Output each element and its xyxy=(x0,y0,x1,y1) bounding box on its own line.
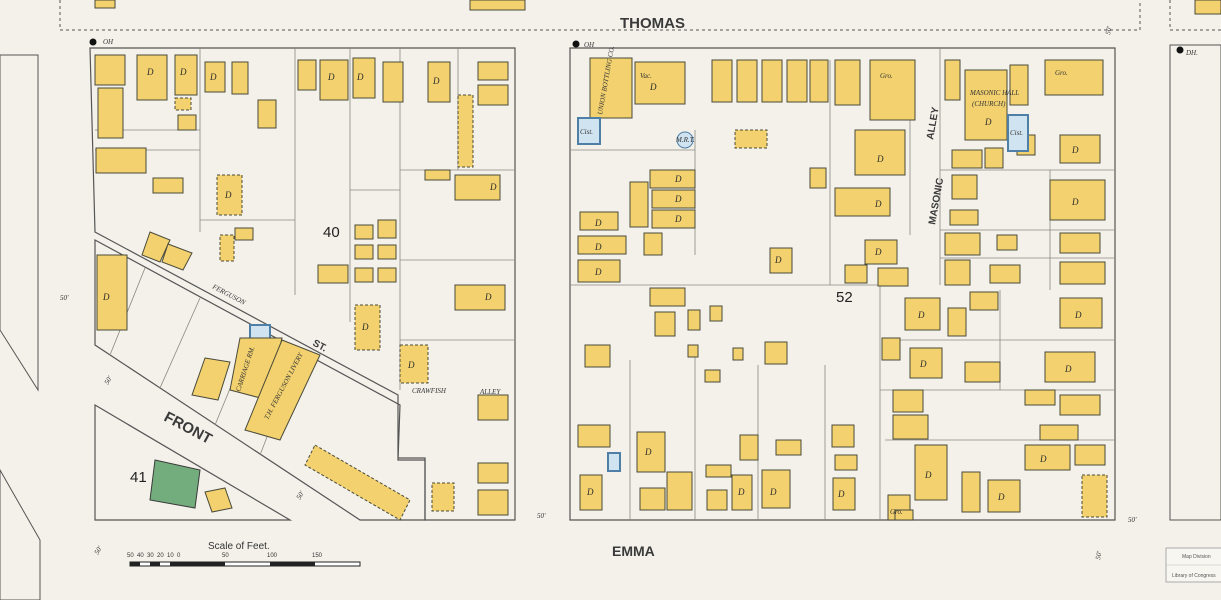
dwelling-label: D xyxy=(1064,364,1072,374)
label-masonic-hall-sub: (CHURCH) xyxy=(972,100,1006,108)
dwelling-label: D xyxy=(146,67,154,77)
label-vac: Vac. xyxy=(640,72,652,80)
label-gro-1: Gro. xyxy=(880,72,893,80)
street-width-label: 50' xyxy=(103,374,114,386)
dwelling-label: D xyxy=(674,214,682,224)
dwelling-label: D xyxy=(919,359,927,369)
scale-tick-label: 20 xyxy=(157,553,164,559)
dwelling-label: D xyxy=(209,72,217,82)
street-width-label: 50' xyxy=(93,544,104,556)
dwelling-label: D xyxy=(674,174,682,184)
dwelling-label: D xyxy=(1074,310,1082,320)
label-wt: M.R.T. xyxy=(675,136,695,144)
dwelling-label: D xyxy=(586,487,594,497)
street-width-label: 50' xyxy=(295,489,306,501)
dwelling-label: D xyxy=(594,242,602,252)
scale-tick-label: 30 xyxy=(147,553,154,559)
dwelling-label: D xyxy=(984,117,992,127)
dwelling-label: D xyxy=(774,255,782,265)
block-number-41: 41 xyxy=(130,469,147,486)
scale-tick-label: 100 xyxy=(267,553,278,559)
label-oh-left: OH xyxy=(103,38,114,46)
dwelling-label: D xyxy=(1071,197,1079,207)
block-number-40: 40 xyxy=(323,224,340,241)
street-alley-small: ALLEY xyxy=(479,388,501,396)
dwelling-label: D xyxy=(489,182,497,192)
street-thomas: THOMAS xyxy=(620,15,685,32)
dwelling-label: D xyxy=(1039,454,1047,464)
label-gro-3: Gro. xyxy=(890,508,903,516)
dwelling-label: D xyxy=(917,310,925,320)
scale-tick-label: 50 xyxy=(127,553,134,559)
label-cistern-1: Cist. xyxy=(580,128,593,136)
stamp-line-2: Library of Congress xyxy=(1172,573,1216,579)
dwelling-label: D xyxy=(644,447,652,457)
dwelling-label: D xyxy=(484,292,492,302)
dwelling-label: D xyxy=(327,72,335,82)
scale-tick-label: 40 xyxy=(137,553,144,559)
stamp-line-1: Map Division xyxy=(1182,554,1211,560)
dwelling-label: D xyxy=(224,190,232,200)
label-gro-2: Gro. xyxy=(1055,69,1068,77)
dwelling-label: D xyxy=(179,67,187,77)
dwelling-label: D xyxy=(594,267,602,277)
street-width-label: 50' xyxy=(1128,516,1137,524)
scale-tick-label: 150 xyxy=(312,553,323,559)
dwelling-label: D xyxy=(356,72,364,82)
dwelling-label: D xyxy=(769,487,777,497)
dwelling-label: D xyxy=(674,194,682,204)
dwelling-label: D xyxy=(874,247,882,257)
dwelling-label: D xyxy=(997,492,1005,502)
dwelling-label: D xyxy=(361,322,369,332)
street-width-label: 50' xyxy=(1094,550,1103,560)
label-oh-right: DH. xyxy=(1185,49,1198,57)
street-width-label: 50' xyxy=(537,512,546,520)
dwelling-label: D xyxy=(1071,145,1079,155)
dwelling-label: D xyxy=(737,487,745,497)
dwelling-label: D xyxy=(432,76,440,86)
dwelling-label: D xyxy=(874,199,882,209)
label-cistern-2: Cist. xyxy=(1010,129,1023,137)
street-width-label: 50' xyxy=(60,294,69,302)
scale-tick-label: 10 xyxy=(167,553,174,559)
scale-tick-label: 50 xyxy=(222,553,229,559)
scale-tick-label: 0 xyxy=(177,553,181,559)
dwelling-label: D xyxy=(924,470,932,480)
dwelling-label: D xyxy=(102,292,110,302)
street-crawfish: CRAWFISH xyxy=(412,387,447,395)
dwelling-label: D xyxy=(594,218,602,228)
block-number-52: 52 xyxy=(836,289,853,306)
street-width-label: 50' xyxy=(1104,25,1113,35)
label-masonic-hall: MASONIC HALL xyxy=(969,89,1019,97)
dwelling-label: D xyxy=(407,360,415,370)
label-oh-mid: OH xyxy=(584,41,595,49)
dwelling-label: D xyxy=(876,154,884,164)
scale-title: Scale of Feet. xyxy=(208,541,270,552)
street-emma: EMMA xyxy=(612,543,655,559)
dwelling-label: D xyxy=(649,82,657,92)
library-stamp: Map Division Library of Congress xyxy=(1165,547,1221,583)
dwelling-label: D xyxy=(837,489,845,499)
